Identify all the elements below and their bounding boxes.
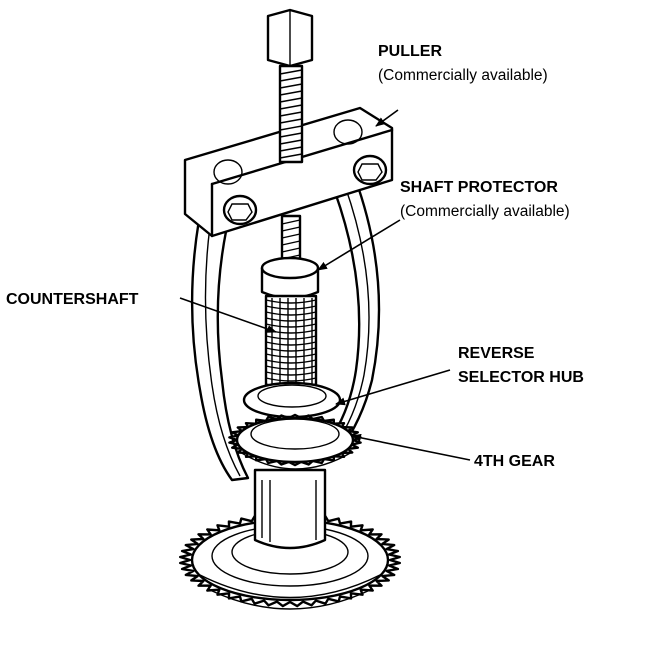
puller-crossbar (183, 106, 394, 238)
label-shaft-protector-note: (Commercially available) (400, 203, 570, 220)
shaft-protector (260, 256, 320, 300)
label-puller-note: (Commercially available) (378, 67, 548, 84)
label-countershaft: COUNTERSHAFT (6, 291, 139, 308)
label-fourth-gear: 4TH GEAR (474, 453, 555, 470)
label-shaft-protector: SHAFT PROTECTOR (400, 179, 558, 196)
label-reverse: REVERSE (458, 345, 535, 362)
reverse-selector-hub (242, 381, 342, 419)
label-puller: PULLER (378, 43, 442, 60)
puller-jaws (190, 176, 381, 482)
forcing-screw (266, 8, 314, 284)
lower-shaft (253, 468, 327, 550)
leader-lines (179, 109, 471, 461)
fourth-gear-body (228, 413, 362, 470)
label-selector-hub: SELECTOR HUB (458, 369, 584, 386)
